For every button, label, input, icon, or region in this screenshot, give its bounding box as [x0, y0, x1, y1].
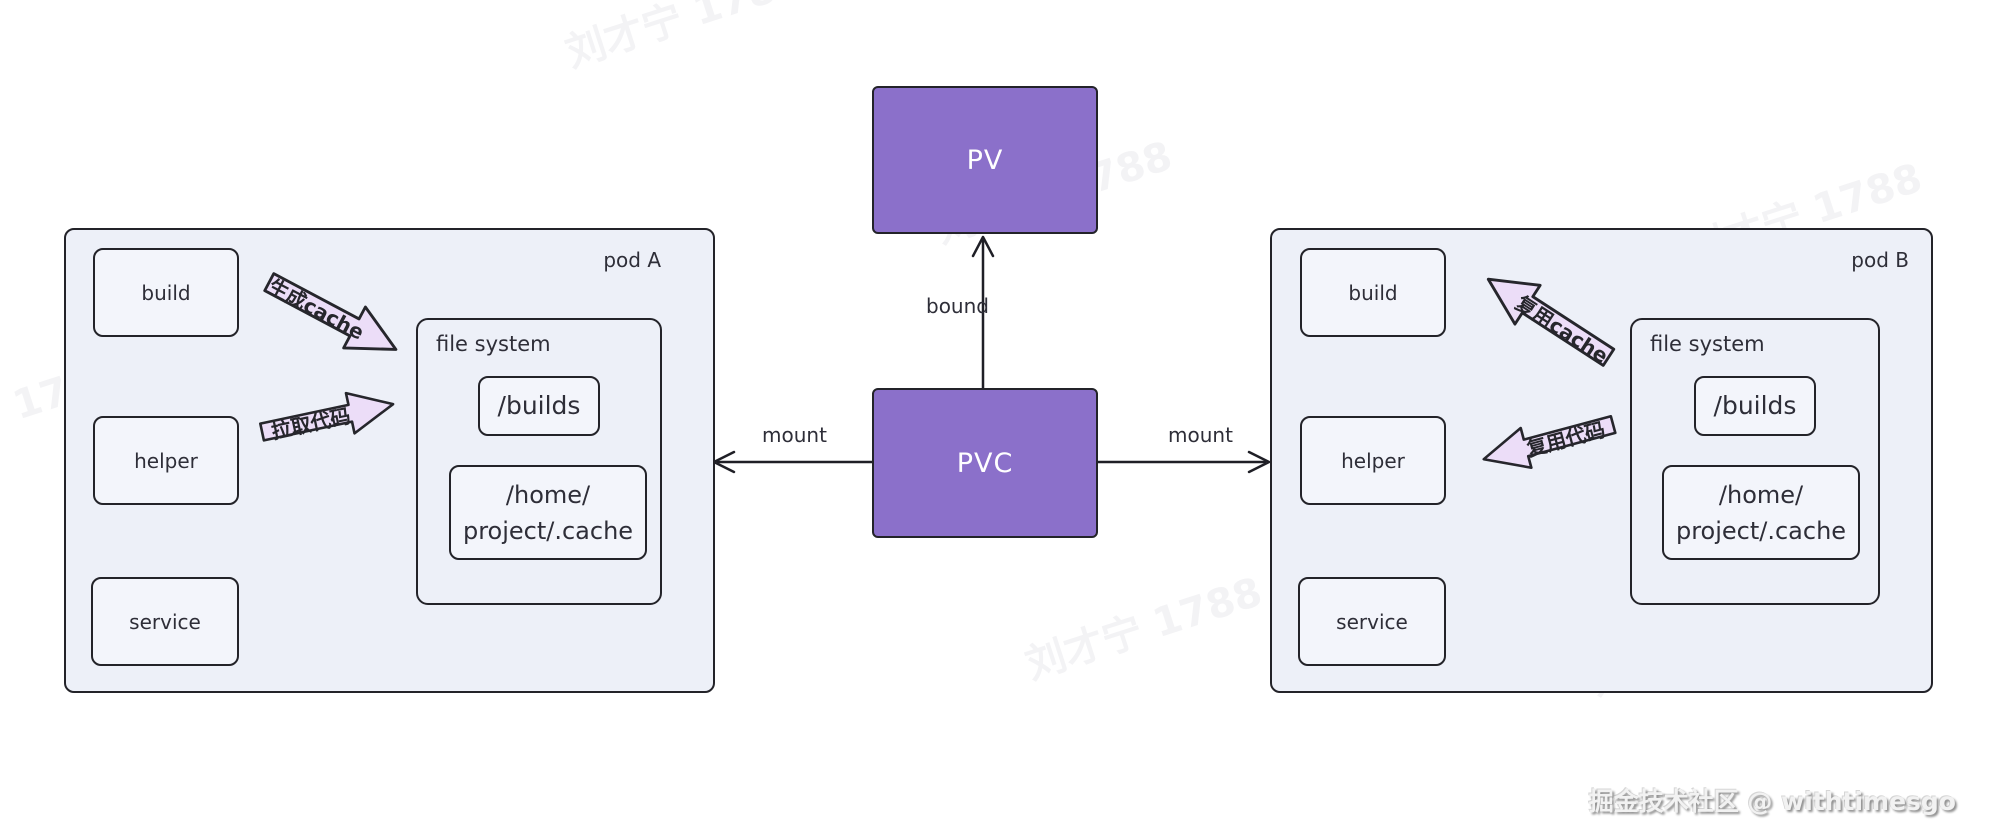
- pod-b-helper-box: helper: [1300, 416, 1446, 505]
- pod-b-service-box: service: [1298, 577, 1446, 666]
- pod-b-cache-path-line1: /home/: [1718, 480, 1804, 509]
- watermark: 刘才宁 1788: [560, 0, 808, 77]
- bound-label: bound: [926, 294, 989, 318]
- pod-a-cache-path-box: /home/ project/.cache: [449, 465, 647, 560]
- mount-right-arrow: [1098, 450, 1271, 474]
- pod-b-builds-path: /builds: [1713, 391, 1797, 421]
- pod-b-helper-label: helper: [1341, 448, 1405, 473]
- pod-b-build-label: build: [1348, 280, 1398, 305]
- pod-a-service-label: service: [129, 609, 201, 634]
- pod-b-filesystem-title: file system: [1650, 332, 1765, 356]
- pod-b-title: pod B: [1851, 248, 1909, 272]
- pod-a-helper-label: helper: [134, 448, 198, 473]
- pod-a-builds-path: /builds: [497, 391, 581, 421]
- pv-node: PV: [872, 86, 1098, 234]
- pod-b-cache-path-box: /home/ project/.cache: [1662, 465, 1860, 560]
- mount-left-label: mount: [762, 423, 827, 447]
- pod-a-build-box: build: [93, 248, 239, 337]
- pod-a-helper-box: helper: [93, 416, 239, 505]
- pvc-label: PVC: [956, 447, 1014, 479]
- pod-b-filesystem-box: file system /builds /home/ project/.cach…: [1630, 318, 1880, 605]
- pvc-node: PVC: [872, 388, 1098, 538]
- pod-b-service-label: service: [1336, 609, 1408, 634]
- pod-b-cache-path-line2: project/.cache: [1675, 516, 1847, 545]
- pod-a-service-box: service: [91, 577, 239, 666]
- pod-b-build-box: build: [1300, 248, 1446, 337]
- pod-a-cache-path-line2: project/.cache: [462, 516, 634, 545]
- watermark: 刘才宁 1788: [1020, 569, 1268, 689]
- mount-right-label: mount: [1168, 423, 1233, 447]
- pod-a-cache-path-line1: /home/: [505, 480, 591, 509]
- pod-b-builds-path-box: /builds: [1694, 376, 1816, 436]
- pod-a-filesystem-title: file system: [436, 332, 551, 356]
- pod-a-filesystem-box: file system /builds /home/ project/.cach…: [416, 318, 662, 605]
- credit-text: 掘金技术社区 @ withtimesgo: [1588, 787, 1956, 816]
- pod-a-title: pod A: [603, 248, 661, 272]
- pod-a-builds-path-box: /builds: [478, 376, 600, 436]
- pod-a-build-label: build: [141, 280, 191, 305]
- mount-left-arrow: [712, 450, 872, 474]
- pv-label: PV: [966, 144, 1004, 176]
